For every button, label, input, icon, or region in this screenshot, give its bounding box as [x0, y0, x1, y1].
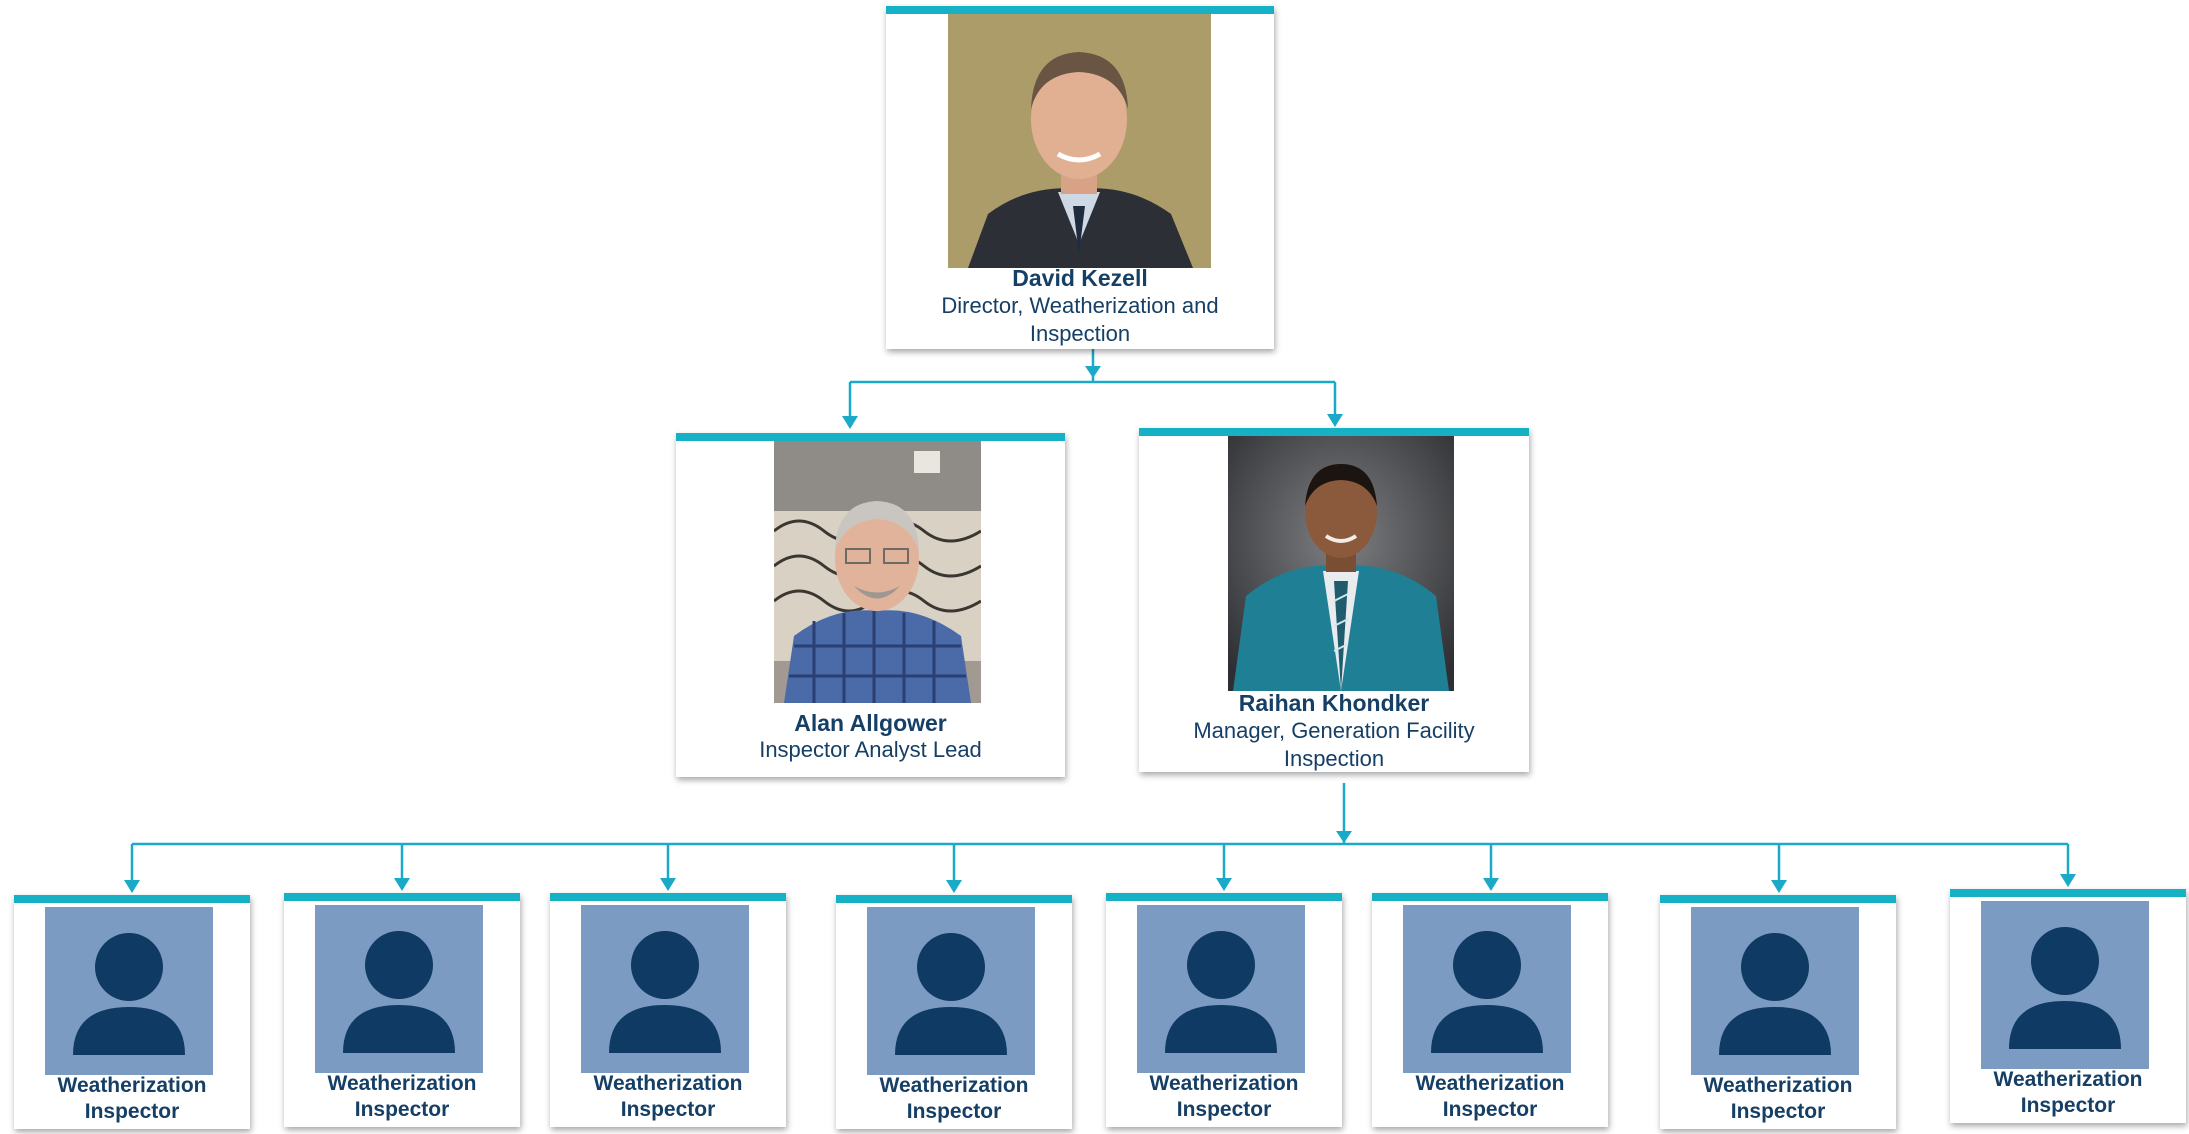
person-placeholder-icon — [581, 905, 749, 1073]
inspector-role: Weatherization Inspector — [57, 1074, 207, 1123]
person-placeholder-icon — [45, 907, 213, 1075]
director-photo — [948, 14, 1211, 268]
person-placeholder-icon — [1137, 905, 1305, 1073]
inspector-role: Weatherization Inspector — [1703, 1074, 1853, 1123]
report-card-raihan[interactable]: Raihan Khondker Manager, Generation Faci… — [1139, 428, 1529, 772]
director-card[interactable]: David Kezell Director, Weatherization an… — [886, 6, 1274, 349]
person-placeholder-icon — [315, 905, 483, 1073]
person-placeholder-icon — [1691, 907, 1859, 1075]
report-card-alan[interactable]: Alan Allgower Inspector Analyst Lead — [676, 433, 1065, 777]
card-accent-bar — [1660, 895, 1896, 903]
inspector-role: Weatherization Inspector — [593, 1072, 743, 1121]
director-name: David Kezell — [1012, 265, 1148, 291]
report-title-alan: Inspector Analyst Lead — [759, 737, 982, 762]
card-accent-bar — [1950, 889, 2186, 897]
card-accent-bar — [550, 893, 786, 901]
card-accent-bar — [886, 6, 1274, 14]
inspector-card[interactable]: Weatherization Inspector — [284, 893, 520, 1127]
report-name-alan: Alan Allgower — [794, 710, 947, 736]
person-placeholder-icon — [1981, 901, 2149, 1069]
card-accent-bar — [1106, 893, 1342, 901]
director-title: Director, Weatherization and Inspection — [941, 293, 1219, 346]
person-placeholder-icon — [867, 907, 1035, 1075]
inspector-card[interactable]: Weatherization Inspector — [14, 895, 250, 1129]
card-accent-bar — [1139, 428, 1529, 436]
inspector-role: Weatherization Inspector — [1993, 1068, 2143, 1117]
inspector-role: Weatherization Inspector — [327, 1072, 477, 1121]
report-photo-alan — [774, 441, 981, 703]
inspector-role: Weatherization Inspector — [1149, 1072, 1299, 1121]
report-title-raihan: Manager, Generation Facility Inspection — [1193, 718, 1475, 771]
inspector-card[interactable]: Weatherization Inspector — [1372, 893, 1608, 1127]
card-accent-bar — [836, 895, 1072, 903]
inspector-card[interactable]: Weatherization Inspector — [1106, 893, 1342, 1127]
card-accent-bar — [676, 433, 1065, 441]
card-accent-bar — [284, 893, 520, 901]
inspector-role: Weatherization Inspector — [1415, 1072, 1565, 1121]
report-name-raihan: Raihan Khondker — [1238, 690, 1430, 716]
inspector-card[interactable]: Weatherization Inspector — [1950, 889, 2186, 1123]
inspector-role: Weatherization Inspector — [879, 1074, 1029, 1123]
inspector-card[interactable]: Weatherization Inspector — [550, 893, 786, 1127]
inspector-card[interactable]: Weatherization Inspector — [836, 895, 1072, 1129]
report-photo-raihan — [1228, 436, 1454, 691]
inspector-card[interactable]: Weatherization Inspector — [1660, 895, 1896, 1129]
card-accent-bar — [14, 895, 250, 903]
card-accent-bar — [1372, 893, 1608, 901]
person-placeholder-icon — [1403, 905, 1571, 1073]
